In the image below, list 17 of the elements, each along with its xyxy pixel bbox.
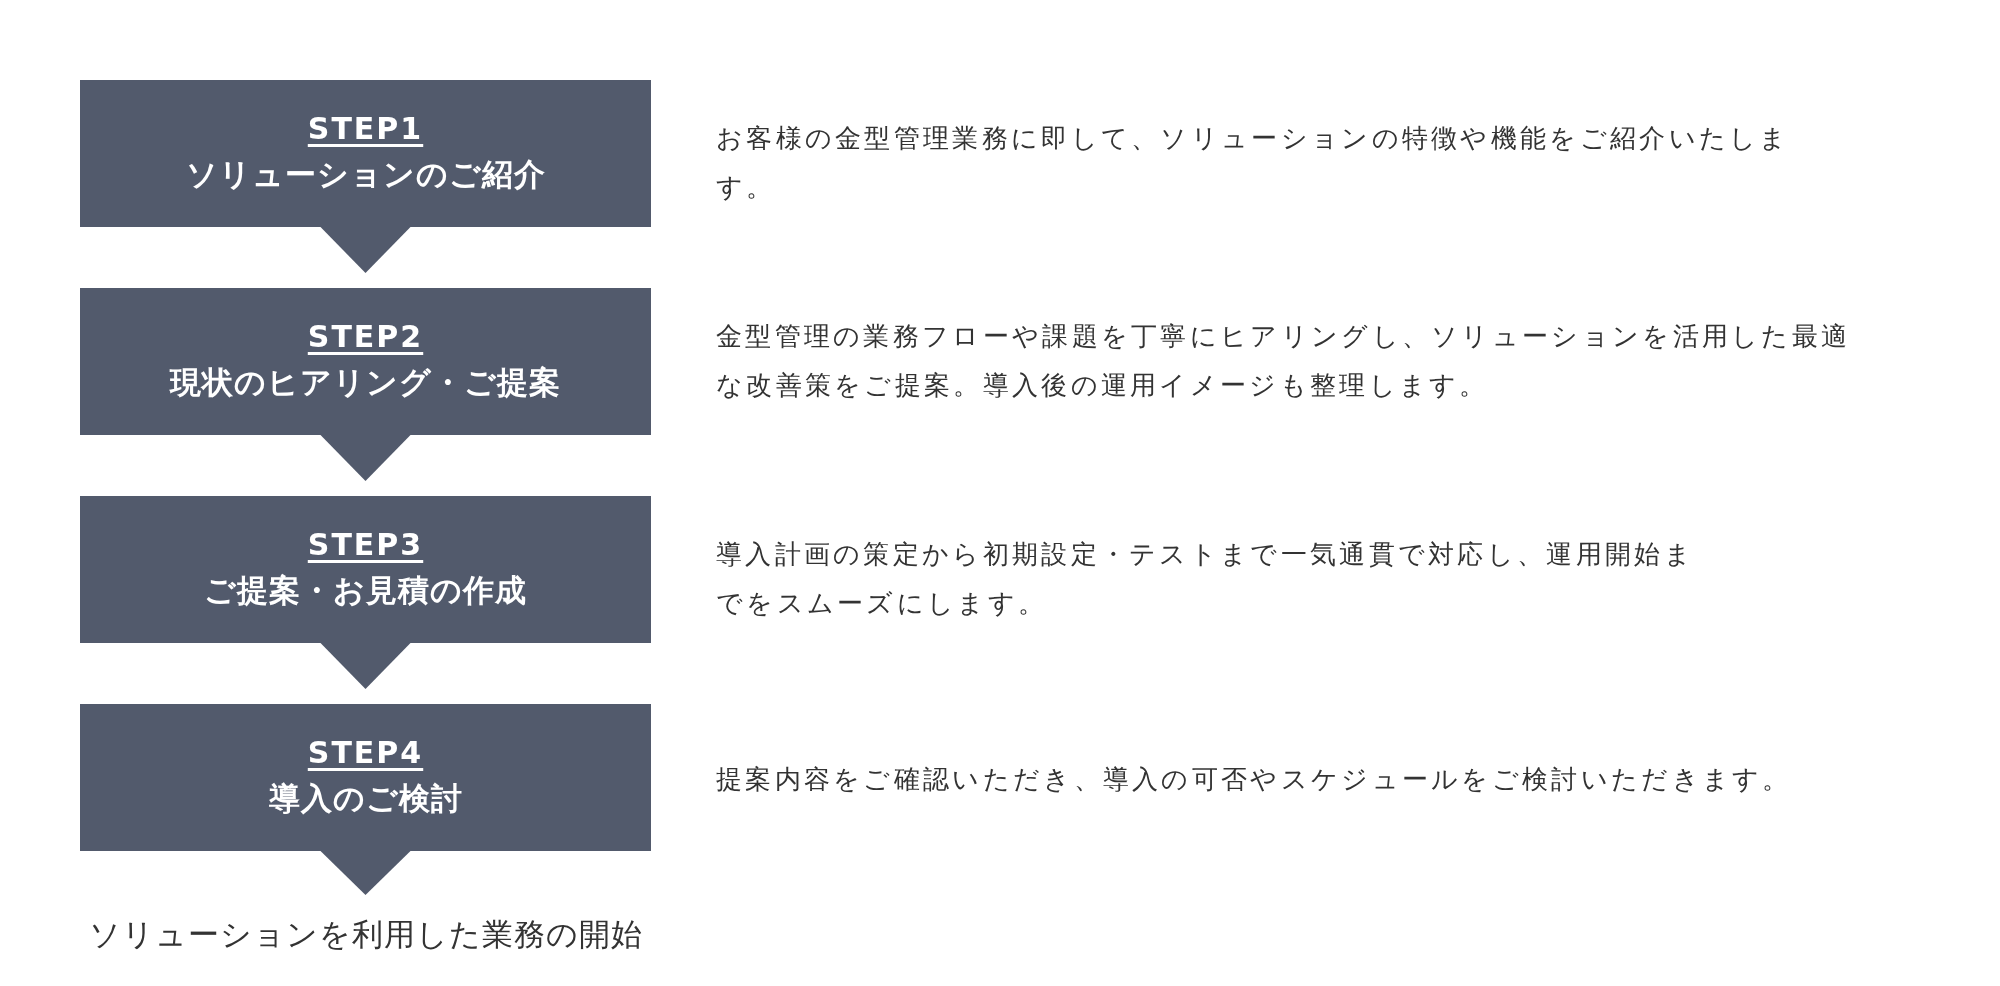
arrow-chevron: [320, 227, 411, 273]
step-title: ご提案・お見積の作成: [204, 571, 527, 610]
arrow-chevron: [320, 643, 411, 689]
step-number: STEP4: [307, 735, 424, 770]
result-text: ソリューションを利用した業務の開始: [80, 910, 651, 960]
step-description: 導入計画の策定から初期設定・テストまで一気通貫で対応し、運用開始までをスムーズにします。: [716, 538, 1695, 620]
step-number: STEP2: [307, 319, 424, 354]
step-description: 金型管理の業務フローや課題を丁寧にヒアリングし、ソリューションを活用した最適な改善策をご提案。導入後の運用イメージも整理します。: [716, 320, 1852, 402]
step-title: 現状のヒアリング・ご提案: [170, 363, 561, 402]
step-title: 導入のご検討: [268, 779, 463, 818]
step-description: 提案内容をご確認いただき、導入の可否やスケジュールをご検討いただきます。: [716, 763, 1793, 796]
step-number: STEP1: [307, 111, 424, 146]
arrow-chevron: [320, 851, 411, 895]
arrow-chevron: [320, 435, 411, 481]
step-title: ソリューションのご紹介: [185, 155, 546, 194]
step-description: お客様の金型管理業務に即して、ソリューションの特徴や機能をご紹介いたします。: [716, 122, 1791, 204]
step-number: STEP3: [307, 527, 424, 562]
